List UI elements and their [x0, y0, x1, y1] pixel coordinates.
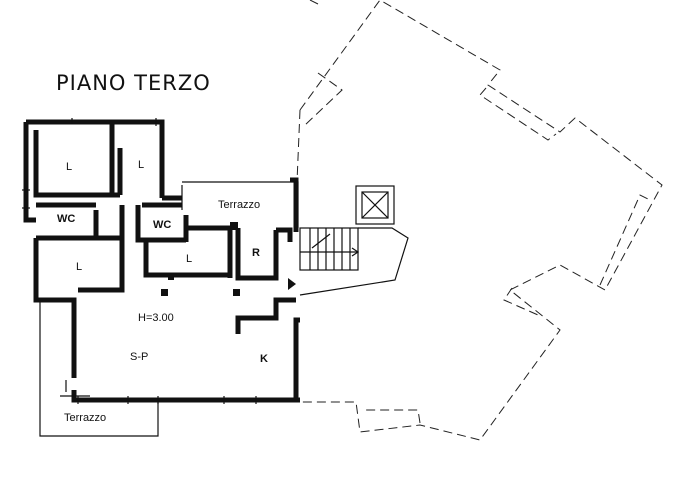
room-label-bedroom-top-left: L [66, 161, 72, 173]
height-note: H=3.00 [138, 312, 174, 324]
elevator-shaft [355, 185, 395, 225]
entrance-marker [288, 278, 296, 290]
pillars [161, 222, 240, 296]
terrace-label-lower: Terrazzo [64, 412, 106, 424]
building-walls [23, 119, 300, 437]
room-label-kitchen: K [260, 353, 268, 365]
room-label-living: S-P [130, 351, 148, 363]
terrace-label-upper: Terrazzo [218, 199, 260, 211]
room-label-wc-left: WC [57, 213, 75, 225]
room-label-storage: R [252, 247, 260, 259]
lower-floor-outline [292, 0, 663, 441]
plan-title: PIANO TERZO [56, 71, 211, 95]
room-label-bedroom-mid-left: L [76, 261, 82, 273]
room-label-wc-right: WC [153, 219, 171, 231]
room-label-bedroom-top-right: L [138, 159, 144, 171]
room-label-bedroom-mid-right: L [186, 253, 192, 265]
windows [22, 118, 257, 404]
staircase [299, 227, 409, 296]
